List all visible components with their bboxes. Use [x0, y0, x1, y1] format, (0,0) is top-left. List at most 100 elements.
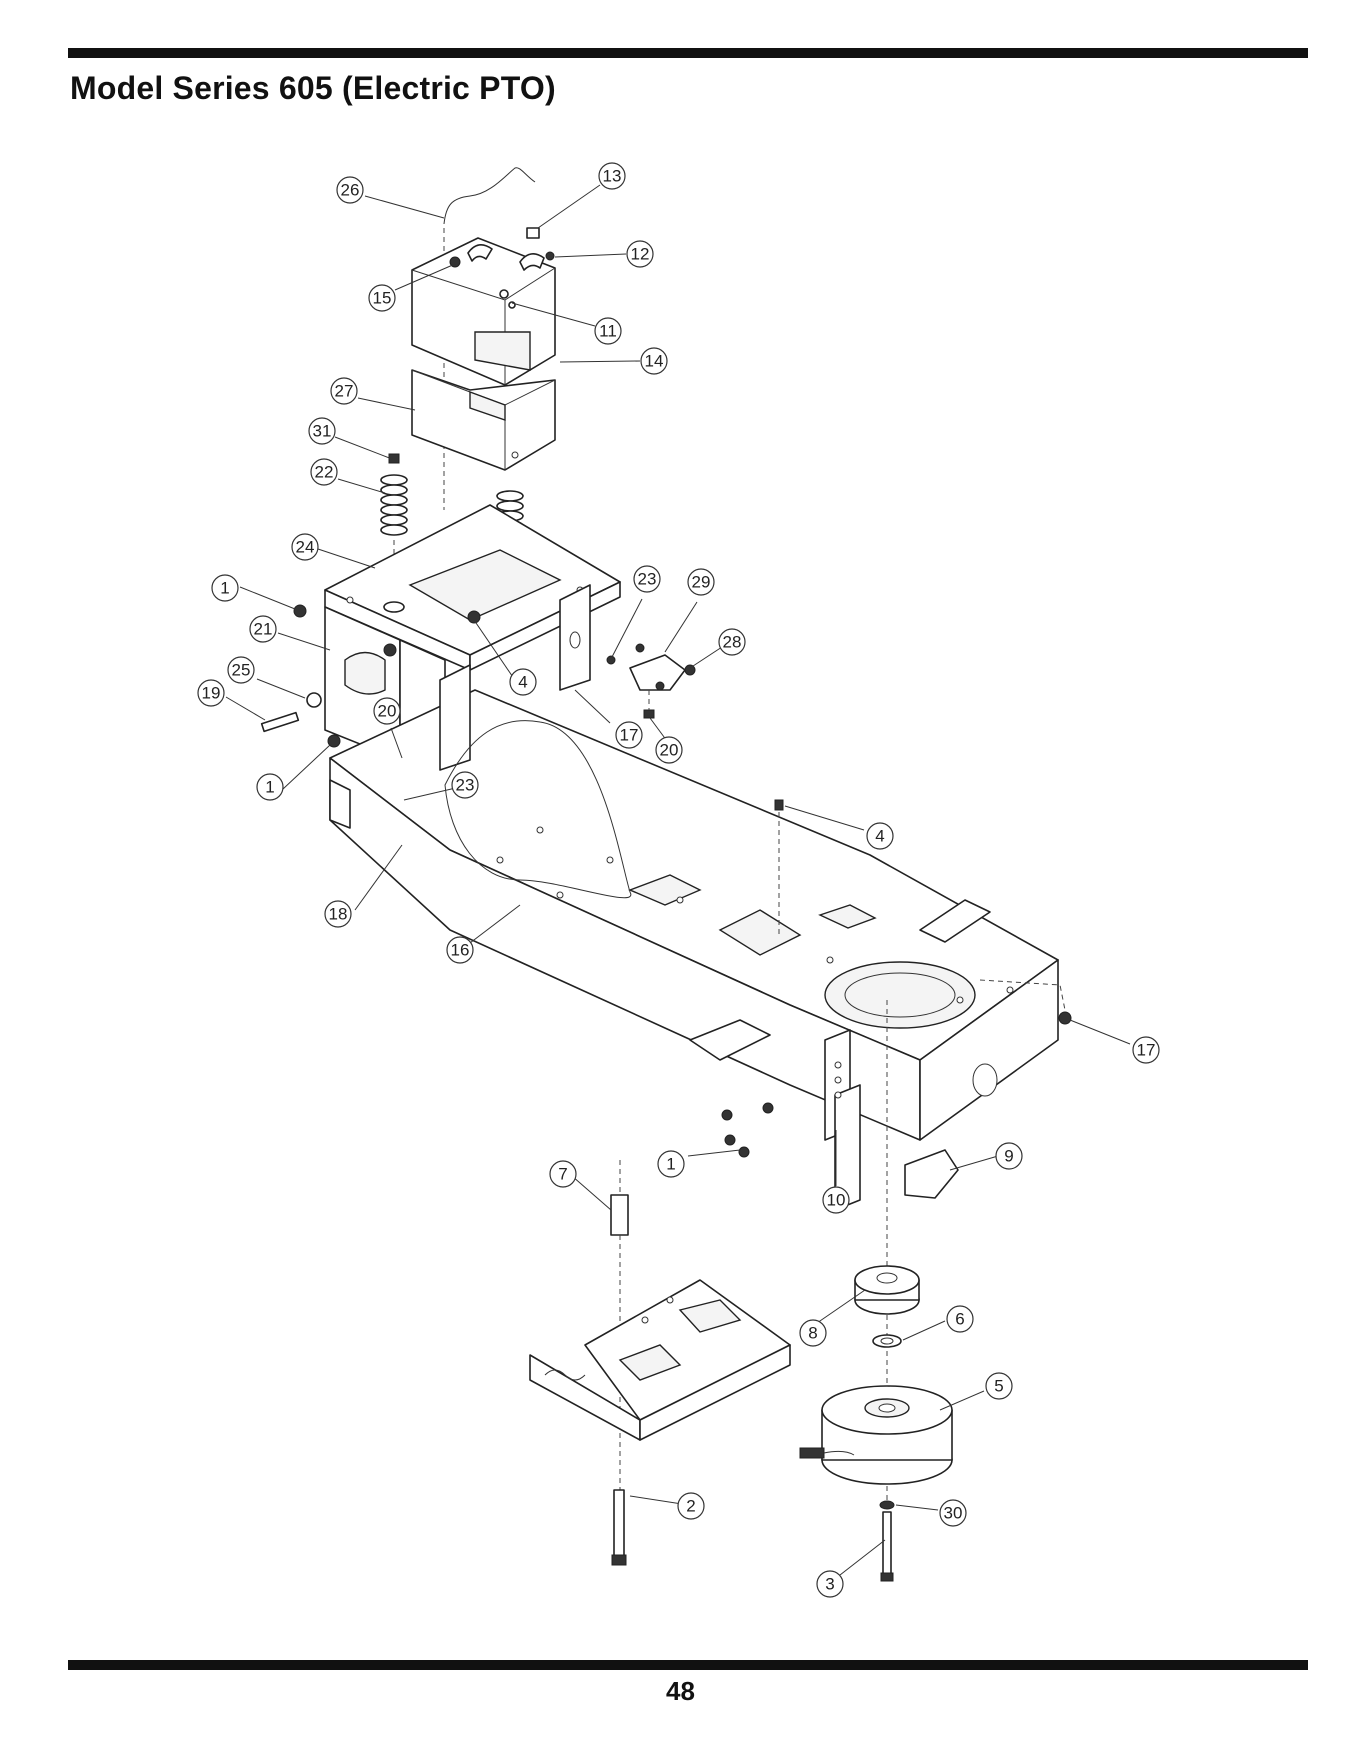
callout-2[interactable]: 2	[678, 1493, 704, 1519]
svg-text:12: 12	[631, 245, 650, 264]
callout-18[interactable]: 18	[325, 901, 351, 927]
callout-31[interactable]: 31	[309, 418, 335, 444]
callout-1[interactable]: 1	[257, 774, 283, 800]
shoulder-bolt	[262, 713, 299, 732]
svg-text:20: 20	[378, 702, 397, 721]
callout-4[interactable]: 4	[867, 823, 893, 849]
footer-rule	[68, 1660, 1308, 1670]
lower-mounting-plate	[530, 1280, 790, 1440]
battery-cable	[444, 168, 535, 224]
svg-text:7: 7	[558, 1165, 567, 1184]
svg-text:30: 30	[944, 1504, 963, 1523]
callout-6[interactable]: 6	[947, 1306, 973, 1332]
hex-bolt-1d	[722, 1110, 732, 1120]
callout-23[interactable]: 23	[452, 772, 478, 798]
svg-text:9: 9	[1004, 1147, 1013, 1166]
callout-26[interactable]: 26	[337, 177, 363, 203]
hex-nut	[546, 252, 554, 260]
svg-text:25: 25	[232, 661, 251, 680]
svg-text:20: 20	[660, 741, 679, 760]
nut	[1059, 1012, 1071, 1024]
hex-bolt-1b	[384, 644, 396, 656]
callout-1[interactable]: 1	[658, 1151, 684, 1177]
svg-text:15: 15	[373, 289, 392, 308]
callout-21[interactable]: 21	[250, 616, 276, 642]
svg-text:1: 1	[666, 1155, 675, 1174]
pto-bracket	[905, 1150, 958, 1198]
callout-25[interactable]: 25	[228, 657, 254, 683]
callout-16[interactable]: 16	[447, 937, 473, 963]
callout-20[interactable]: 20	[656, 737, 682, 763]
hex-bolt-1g	[739, 1147, 749, 1157]
callout-15[interactable]: 15	[369, 285, 395, 311]
svg-text:23: 23	[456, 776, 475, 795]
seat-switch	[607, 644, 695, 718]
callout-8[interactable]: 8	[800, 1320, 826, 1346]
callout-24[interactable]: 24	[292, 534, 318, 560]
svg-text:2: 2	[686, 1497, 695, 1516]
svg-text:19: 19	[202, 684, 221, 703]
svg-text:21: 21	[254, 620, 273, 639]
svg-text:4: 4	[518, 673, 527, 692]
battery	[412, 228, 555, 385]
callout-12[interactable]: 12	[627, 241, 653, 267]
spacer	[307, 693, 321, 707]
callout-14[interactable]: 14	[641, 348, 667, 374]
callout-30[interactable]: 30	[940, 1500, 966, 1526]
svg-text:11: 11	[599, 322, 617, 341]
callout-20[interactable]: 20	[374, 698, 400, 724]
terminal-cover	[527, 228, 539, 238]
washer	[880, 1501, 894, 1509]
svg-text:3: 3	[825, 1575, 834, 1594]
svg-text:17: 17	[1137, 1041, 1156, 1060]
svg-text:13: 13	[603, 167, 622, 186]
svg-text:5: 5	[994, 1377, 1003, 1396]
flange-nut	[775, 800, 783, 810]
svg-text:26: 26	[341, 181, 360, 200]
connector	[800, 1448, 824, 1458]
svg-text:4: 4	[875, 827, 884, 846]
callout-19[interactable]: 19	[198, 680, 224, 706]
callout-4[interactable]: 4	[510, 669, 536, 695]
hex-bolt-1e	[763, 1103, 773, 1113]
callout-3[interactable]: 3	[817, 1571, 843, 1597]
svg-text:28: 28	[723, 633, 742, 652]
svg-text:29: 29	[692, 573, 711, 592]
callout-23[interactable]: 23	[634, 566, 660, 592]
svg-text:8: 8	[808, 1324, 817, 1343]
bolt	[614, 1490, 624, 1560]
bolt	[883, 1512, 891, 1577]
callout-29[interactable]: 29	[688, 569, 714, 595]
hex-bolt-1f	[725, 1135, 735, 1145]
svg-text:24: 24	[296, 538, 315, 557]
callout-9[interactable]: 9	[996, 1143, 1022, 1169]
callout-22[interactable]: 22	[311, 459, 337, 485]
callout-28[interactable]: 28	[719, 629, 745, 655]
svg-text:6: 6	[955, 1310, 964, 1329]
callout-5[interactable]: 5	[986, 1373, 1012, 1399]
callout-17[interactable]: 17	[616, 722, 642, 748]
svg-text:22: 22	[315, 463, 334, 482]
svg-text:1: 1	[265, 778, 274, 797]
frame	[330, 665, 1058, 1140]
svg-text:27: 27	[335, 382, 354, 401]
callout-7[interactable]: 7	[550, 1161, 576, 1187]
callout-1[interactable]: 1	[212, 575, 238, 601]
callout-27[interactable]: 27	[331, 378, 357, 404]
switch-screw	[685, 665, 695, 675]
svg-text:1: 1	[220, 579, 229, 598]
flange-nut	[468, 611, 480, 623]
lock-nut	[644, 710, 654, 718]
battery-tray	[412, 370, 555, 470]
svg-text:14: 14	[645, 352, 664, 371]
svg-text:31: 31	[313, 422, 332, 441]
callout-17[interactable]: 17	[1133, 1037, 1159, 1063]
washer	[607, 656, 615, 664]
electric-pto-clutch	[800, 1386, 952, 1484]
callout-13[interactable]: 13	[599, 163, 625, 189]
hex-bolt-1	[294, 605, 306, 617]
callout-11[interactable]: 11	[595, 318, 621, 344]
callout-10[interactable]: 10	[823, 1187, 849, 1213]
page-number: 48	[0, 1676, 1361, 1707]
